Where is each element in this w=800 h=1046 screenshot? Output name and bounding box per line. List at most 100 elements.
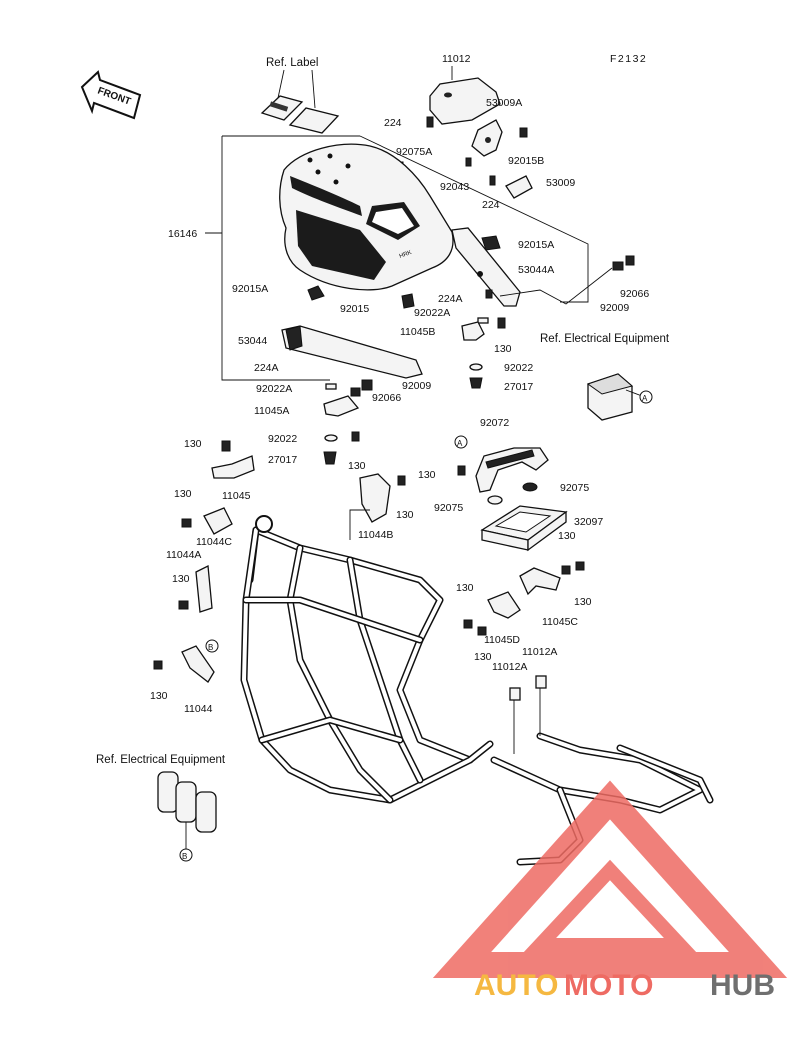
svg-text:B: B bbox=[208, 643, 213, 652]
rail-53044 bbox=[281, 325, 423, 379]
grommet-icon bbox=[487, 495, 503, 505]
callout-11044c: 11044C bbox=[196, 536, 232, 548]
grommet-icon bbox=[522, 482, 538, 492]
callout-130: 130 bbox=[348, 460, 366, 472]
bolt-icon bbox=[153, 660, 163, 670]
figure-id: F2132 bbox=[610, 53, 647, 65]
callout-92015a: 92015A bbox=[518, 239, 554, 251]
grommet-icon bbox=[307, 285, 493, 397]
washer-icon bbox=[324, 434, 338, 442]
callout-11045a: 11045A bbox=[254, 405, 289, 417]
main-frame bbox=[240, 515, 494, 804]
damper-27017-icon bbox=[323, 451, 337, 465]
nut-icon bbox=[625, 255, 635, 266]
callout-92009: 92009 bbox=[402, 380, 431, 392]
relay-icon bbox=[586, 373, 643, 421]
bracket-11044b bbox=[359, 473, 391, 523]
callout-92072: 92072 bbox=[480, 417, 509, 429]
label-sticker-icon bbox=[260, 69, 340, 134]
bracket-53009 bbox=[505, 175, 533, 199]
watermark-logo-icon bbox=[432, 780, 788, 978]
sub-frame bbox=[490, 688, 714, 866]
callout-27017: 27017 bbox=[268, 454, 297, 466]
bracket-11044a bbox=[195, 564, 213, 613]
callout-92022a: 92022A bbox=[256, 383, 292, 395]
bolt-icon bbox=[497, 317, 506, 329]
svg-text:HRK: HRK bbox=[399, 250, 413, 260]
marker-a2: A bbox=[454, 435, 468, 449]
bolt-icon bbox=[397, 475, 406, 486]
callout-130: 130 bbox=[494, 343, 512, 355]
callout-130: 130 bbox=[184, 438, 202, 450]
washer-icon bbox=[469, 363, 483, 371]
callout-92022: 92022 bbox=[504, 362, 533, 374]
svg-text:A: A bbox=[642, 394, 648, 403]
bracket-11045a bbox=[323, 395, 360, 417]
callout-92043: 92043 bbox=[440, 181, 469, 193]
ref-electrical-2: Ref. Electrical Equipment bbox=[96, 754, 226, 766]
callout-16146: 16146 bbox=[168, 228, 197, 240]
callout-11044: 11044 bbox=[184, 703, 213, 715]
watermark-hub: HUB bbox=[710, 969, 775, 1002]
bracket-53009a bbox=[471, 119, 503, 157]
callout-92075: 92075 bbox=[434, 502, 463, 514]
ref-label-text: Ref. Label bbox=[266, 57, 318, 69]
callout-92075: 92075 bbox=[560, 482, 589, 494]
callout-11045d: 11045D bbox=[484, 634, 520, 646]
callout-53044: 53044 bbox=[238, 335, 267, 347]
callout-92022a: 92022A bbox=[414, 307, 450, 319]
callout-130: 130 bbox=[456, 582, 474, 594]
bracket-11045d bbox=[487, 591, 521, 619]
callout-53044a: 53044A bbox=[518, 264, 554, 276]
bracket-11045c bbox=[519, 567, 561, 596]
grommet-icon bbox=[509, 687, 521, 701]
front-arrow-icon: FRONT bbox=[80, 70, 142, 120]
callout-92066: 92066 bbox=[620, 288, 649, 300]
callout-224: 224 bbox=[384, 117, 402, 129]
rail-53044a bbox=[451, 227, 521, 307]
bolt-icon bbox=[575, 561, 585, 571]
battery-strap-92072 bbox=[475, 447, 549, 493]
callout-130: 130 bbox=[150, 690, 168, 702]
callout-92066: 92066 bbox=[372, 392, 401, 404]
callout-130: 130 bbox=[558, 530, 576, 542]
svg-text:A: A bbox=[457, 439, 463, 448]
battery-pad-32097 bbox=[480, 505, 568, 552]
callout-11045: 11045 bbox=[222, 490, 251, 502]
bolt-icon bbox=[221, 440, 231, 452]
callout-11012: 11012 bbox=[442, 53, 471, 65]
callout-224: 224 bbox=[482, 199, 500, 211]
callout-11045b: 11045B bbox=[400, 326, 435, 338]
bolt-icon bbox=[178, 600, 189, 610]
bolt-icon bbox=[477, 626, 487, 636]
watermark-auto: AUTO bbox=[474, 969, 558, 1002]
callout-224a: 224A bbox=[254, 362, 279, 374]
bolt-icon bbox=[351, 431, 360, 442]
bolt-icon bbox=[463, 619, 473, 629]
callout-11044b: 11044B bbox=[358, 529, 393, 541]
callout-11012a: 11012A bbox=[522, 646, 557, 658]
marker-a1: A bbox=[639, 390, 653, 404]
callout-labels: 11012 53009A 224 92015B 92075A 92043 530… bbox=[150, 53, 649, 715]
seat-cover-11012 bbox=[429, 66, 501, 125]
bolt-icon bbox=[181, 518, 192, 528]
callout-224a: 224A bbox=[438, 293, 463, 305]
callout-11012a: 11012A bbox=[492, 661, 527, 673]
callout-53009: 53009 bbox=[546, 177, 575, 189]
bolt-icon bbox=[457, 465, 466, 476]
bracket-11044 bbox=[181, 645, 215, 683]
svg-text:B: B bbox=[182, 852, 187, 861]
bracket-11044c bbox=[203, 507, 233, 535]
callout-130: 130 bbox=[174, 488, 192, 500]
callout-92022: 92022 bbox=[268, 433, 297, 445]
callout-53009a: 53009A bbox=[486, 97, 522, 109]
callout-92075a: 92075A bbox=[396, 146, 432, 158]
watermark-moto: MOTO bbox=[564, 969, 653, 1002]
callout-130: 130 bbox=[396, 509, 414, 521]
damper-27017-icon bbox=[469, 377, 483, 389]
callout-130: 130 bbox=[574, 596, 592, 608]
callout-92015: 92015 bbox=[340, 303, 369, 315]
bracket-11045b bbox=[461, 321, 485, 341]
frame-cover-16146: HRK bbox=[279, 143, 454, 291]
